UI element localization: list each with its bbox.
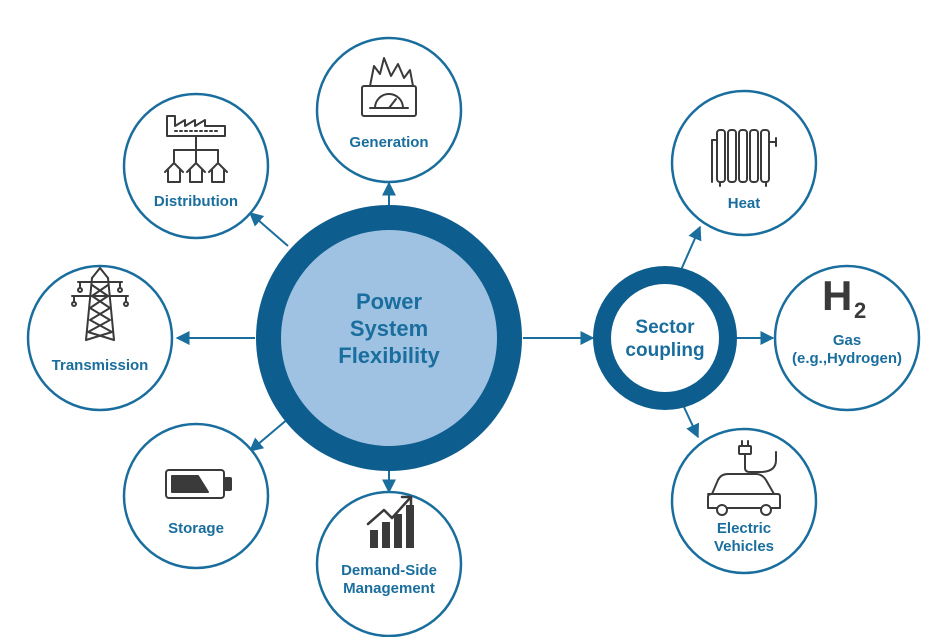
generation-circle: [315, 36, 463, 184]
sector-label-line-2: coupling: [625, 340, 705, 361]
factory-houses-icon: [164, 115, 228, 183]
electric-car-icon: [707, 440, 781, 516]
hub-label-line-1: Power: [355, 289, 423, 314]
h2-letter: H: [822, 272, 852, 319]
storage-label: Storage: [136, 520, 256, 538]
demand-label-line-2: Management: [343, 580, 435, 597]
demand-label: Demand-Side Management: [319, 562, 459, 598]
hub-label-line-2: System: [349, 316, 429, 341]
ev-label: Electric Vehicles: [684, 520, 804, 556]
battery-icon: [165, 469, 232, 499]
radiator-icon: [711, 129, 777, 187]
sector-coupling-circle: [593, 266, 737, 410]
ev-label-line-2: Vehicles: [713, 538, 775, 555]
heat-label-text: Heat: [727, 195, 761, 212]
gas-label-line-2: (e.g.,Hydrogen): [791, 350, 902, 367]
growth-chart-icon: [366, 495, 414, 548]
h2-icon: H 2: [822, 272, 866, 323]
gas-label-line-1: Gas: [832, 332, 862, 349]
ev-circle: [670, 427, 818, 575]
transmission-label-text: Transmission: [51, 357, 149, 374]
sector-coupling-label: Sector coupling: [615, 316, 715, 362]
power-plant-icon: [361, 57, 417, 117]
transmission-circle: [26, 264, 174, 412]
heat-label: Heat: [684, 195, 804, 213]
transmission-label: Transmission: [40, 357, 160, 375]
arrow-to-distribution: [248, 212, 289, 247]
pylon-icon: [71, 267, 129, 341]
storage-circle: [122, 422, 270, 570]
distribution-circle: [122, 92, 270, 240]
hub-label: Power System Flexibility: [309, 288, 469, 369]
arrow-to-ev: [682, 404, 699, 439]
heat-circle: [670, 89, 818, 237]
generation-label: Generation: [329, 134, 449, 152]
demand-label-line-1: Demand-Side: [341, 562, 437, 579]
distribution-label-text: Distribution: [153, 193, 239, 210]
generation-label-text: Generation: [349, 134, 429, 151]
arrow-to-storage: [248, 417, 290, 452]
distribution-label: Distribution: [136, 193, 256, 211]
h2-subscript: 2: [854, 298, 866, 323]
sector-label-line-1: Sector: [635, 317, 695, 338]
gas-circle: [773, 264, 921, 412]
gas-label: Gas (e.g.,Hydrogen): [777, 332, 917, 368]
connectors: [175, 181, 775, 494]
hub-label-line-3: Flexibility: [338, 343, 440, 368]
hub-circle: [256, 205, 522, 471]
demand-circle: [315, 490, 463, 638]
arrow-to-heat: [680, 225, 702, 271]
ev-label-line-1: Electric: [716, 520, 772, 537]
storage-label-text: Storage: [168, 520, 224, 537]
